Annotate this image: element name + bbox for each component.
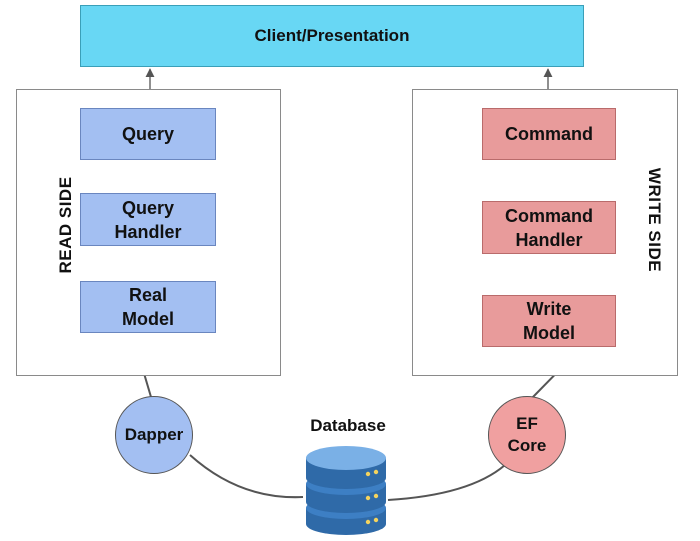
client-label: Client/Presentation [254, 26, 410, 45]
real-model-line1: Real [128, 285, 168, 305]
dapper-circle: Dapper [115, 396, 193, 474]
ef-core-line2: Core [507, 436, 547, 455]
write-model-line2: Model [523, 323, 575, 343]
write-side-label: WRITE SIDE [645, 167, 664, 273]
ef-core-line1: EF [516, 414, 538, 433]
query-label: Query [121, 124, 175, 144]
client-presentation-box: Client/Presentation [80, 5, 584, 67]
command-handler-line1: Command [504, 205, 593, 226]
query-handler-box: Query Handler [80, 193, 216, 246]
ef-core-circle: EF Core [488, 396, 566, 474]
command-box: Command [482, 108, 616, 160]
query-handler-line1: Query [121, 197, 175, 218]
command-handler-box: Command Handler [482, 201, 616, 254]
command-handler-line2: Handler [515, 229, 583, 250]
command-label: Command [504, 124, 593, 144]
database-label: Database [310, 416, 386, 435]
dapper-label: Dapper [124, 425, 184, 444]
curve-db-to-ef [387, 464, 506, 501]
write-model-line1: Write [526, 299, 572, 319]
write-model-box: Write Model [482, 295, 616, 347]
read-side-label: READ SIDE [56, 176, 75, 274]
curve-dapper-to-db [189, 454, 304, 499]
real-model-line2: Model [122, 309, 174, 329]
query-box: Query [80, 108, 216, 160]
real-model-box: Real Model [80, 281, 216, 333]
database-icon [306, 446, 386, 535]
query-handler-line2: Handler [114, 221, 182, 242]
